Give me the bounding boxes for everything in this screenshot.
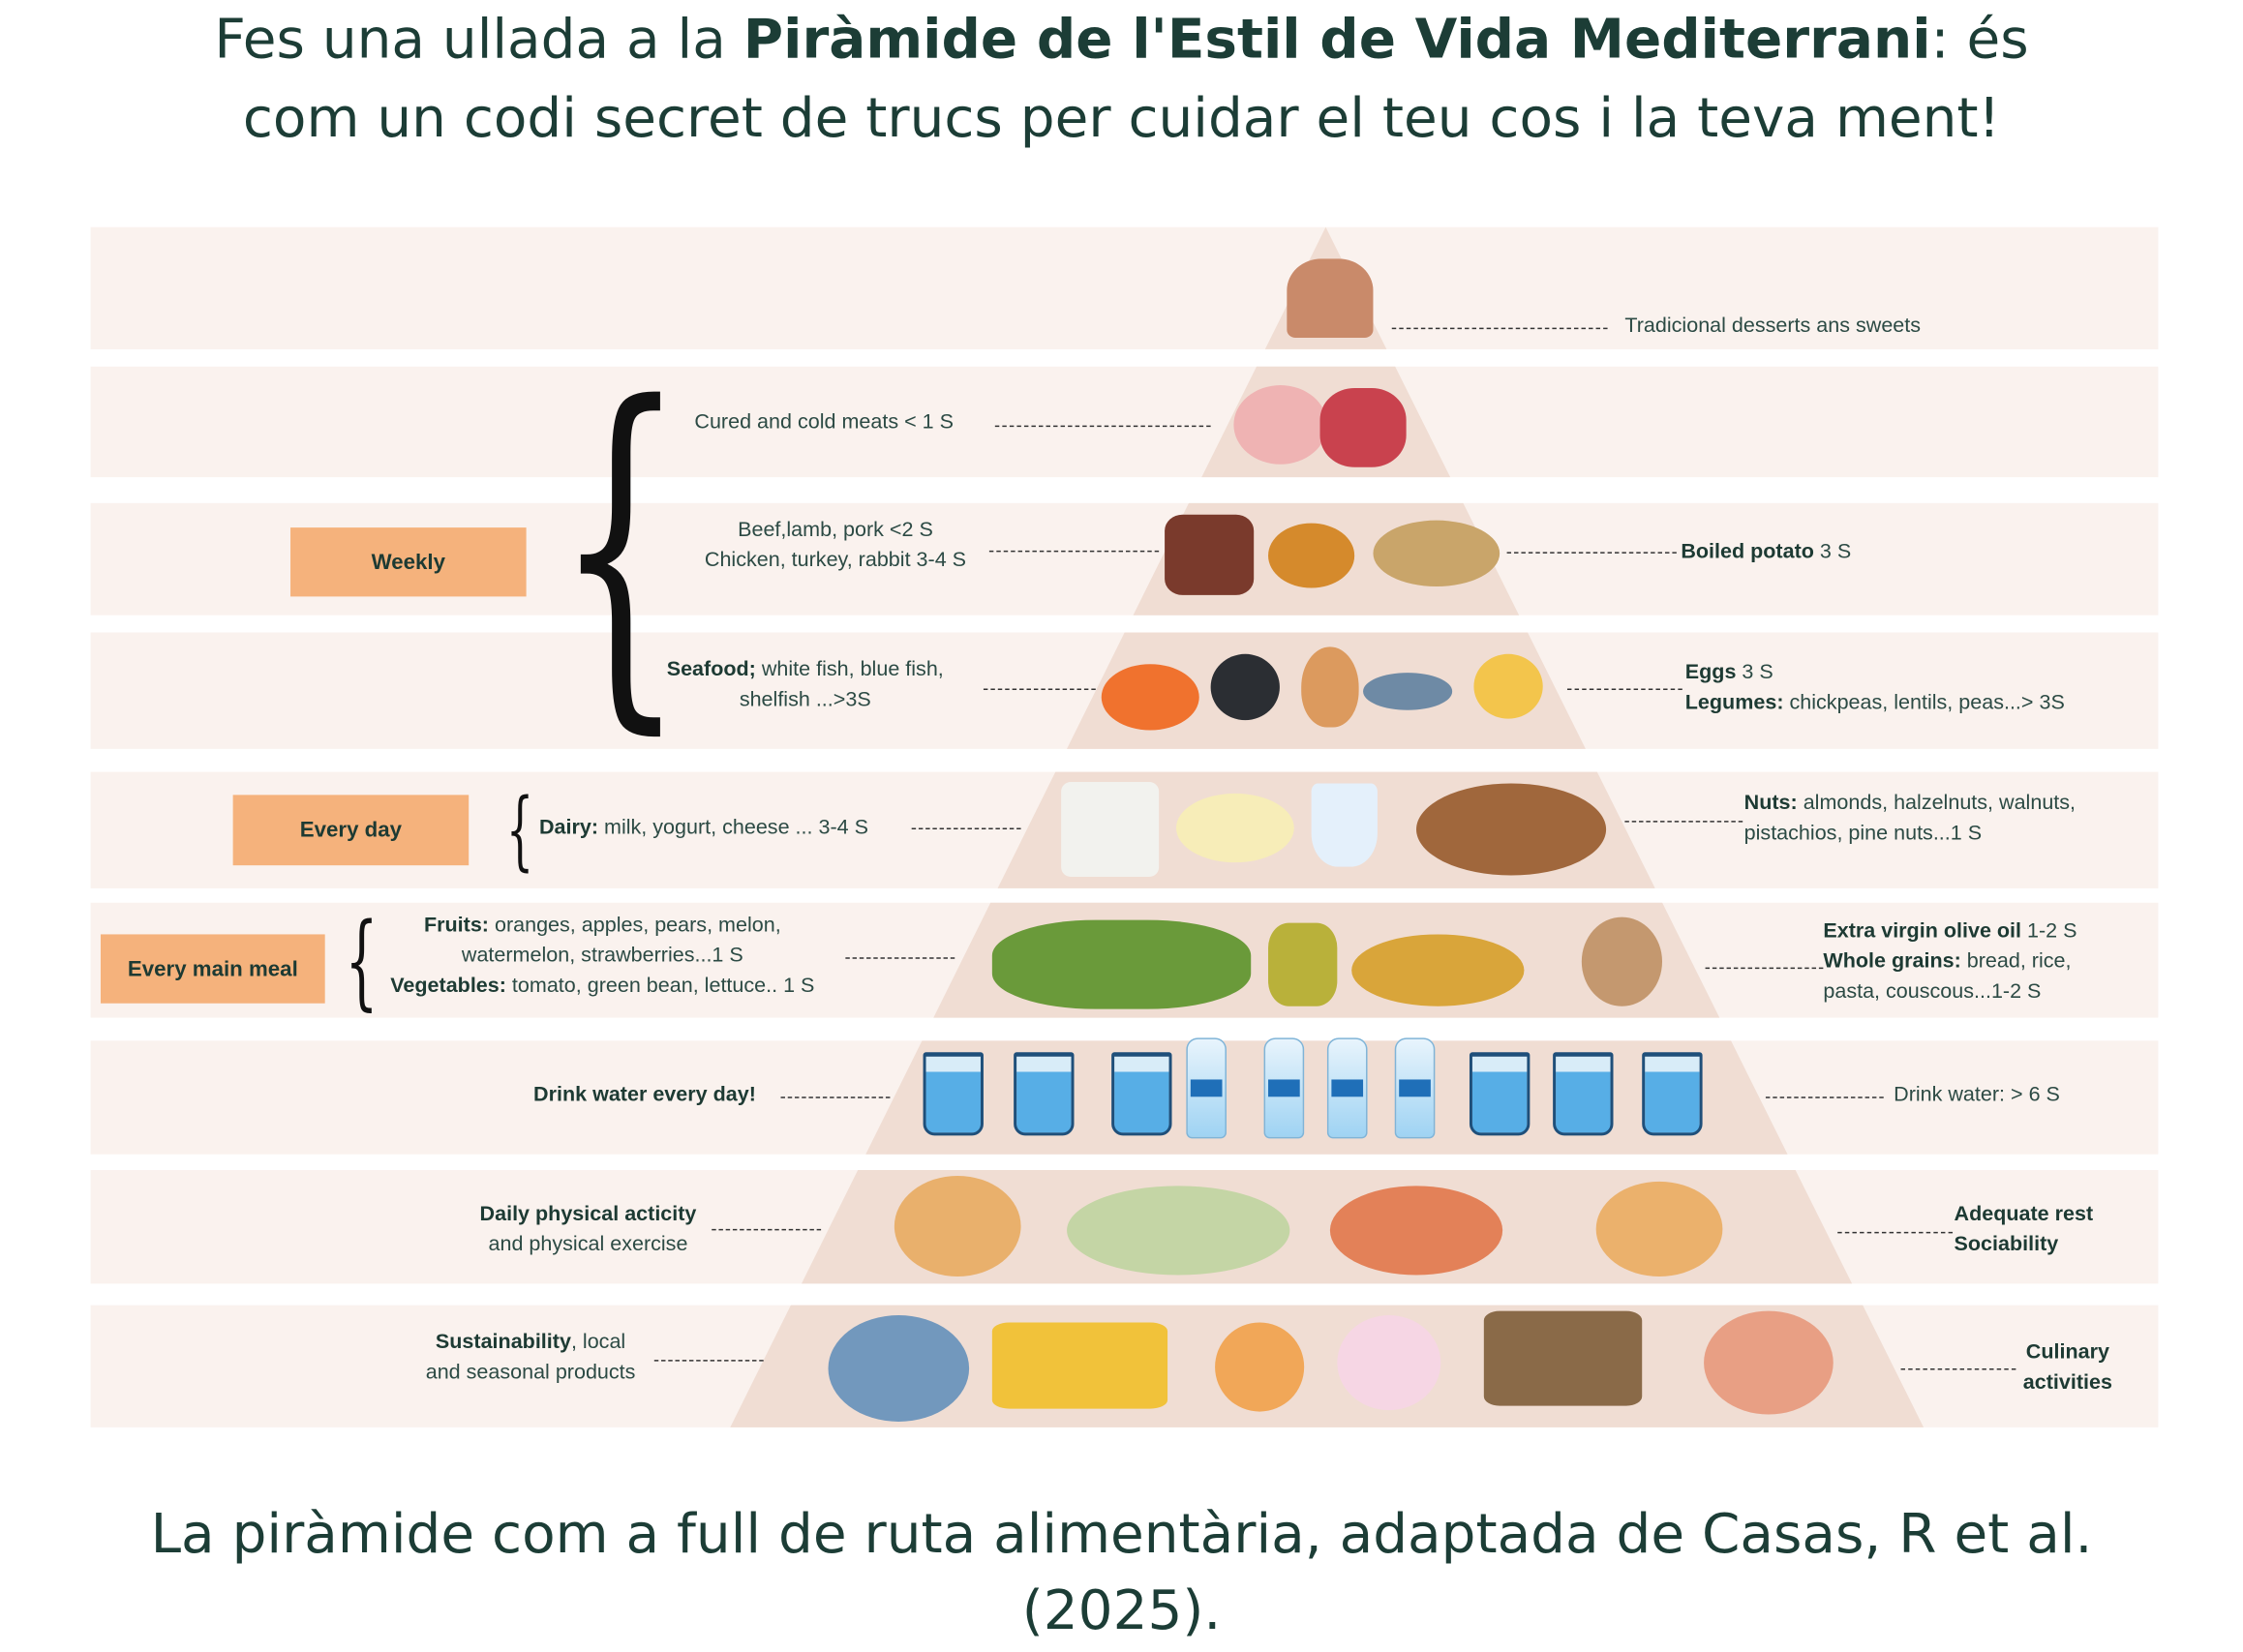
chef-icon (1704, 1310, 1834, 1415)
label-water-servings: Drink water: > 6 S (1894, 1083, 2060, 1107)
heading-line-1: Fes una ullada a la Piràmide de l'Estil … (214, 7, 2029, 71)
market-stall-icon (1483, 1310, 1643, 1406)
shrimp-icon (1101, 664, 1199, 731)
chickpeas-icon (1473, 653, 1543, 719)
badge-every-main-meal: Every main meal (100, 934, 325, 1004)
label-desserts: Tradicional desserts ans sweets (1624, 315, 1922, 339)
heading-line-2: com un codi secret de trucs per cuidar e… (242, 86, 2001, 150)
egg-icon (1301, 646, 1359, 728)
playing-outdoors-icon (1067, 1186, 1290, 1276)
water-glass-icon (1469, 1052, 1531, 1136)
yogurt-icon (1311, 783, 1378, 867)
water-glass-icon (1553, 1052, 1614, 1136)
pyramid-tier (801, 1170, 1853, 1284)
label-potato: Boiled potato 3 S (1681, 540, 1852, 564)
caption-line-2: (2025). (1021, 1577, 1222, 1642)
mussels-icon (1210, 653, 1280, 721)
water-glass-icon (1111, 1052, 1172, 1136)
label-dairy: Dairy: milk, yogurt, cheese ... 3-4 S (538, 816, 868, 840)
nuts-icon (1416, 783, 1607, 876)
cheese-icon (1175, 793, 1294, 863)
water-glass-icon (923, 1052, 984, 1136)
water-bottle-icon (1394, 1037, 1436, 1139)
water-bottle-icon (1186, 1037, 1227, 1139)
label-seafood: Seafood; white fish, blue fish,shelfish … (666, 658, 944, 712)
desserts-icon (1287, 258, 1374, 339)
badge-every-day: Every day (232, 795, 470, 866)
row-desserts (90, 226, 2159, 349)
label-drink-water: Drink water every day! (533, 1083, 756, 1107)
water-glass-icon (1014, 1052, 1075, 1136)
planting-icon (828, 1315, 970, 1422)
chicken-icon (1268, 523, 1355, 588)
recycling-bins-icon (991, 1322, 1168, 1409)
ham-icon (1233, 385, 1327, 465)
fish-icon (1363, 673, 1453, 710)
fruits-vegetables-icon (991, 919, 1252, 1009)
milk-cheese-icon (1061, 782, 1160, 878)
olive-oil-icon (1268, 922, 1338, 1006)
main-meal-brace: { (345, 899, 379, 1021)
picnic-icon (1329, 1186, 1503, 1276)
lamb-chops-icon (1165, 514, 1255, 595)
seasons-icon (1337, 1315, 1441, 1411)
seeds-icon (1581, 916, 1663, 1006)
label-nuts: Nuts: almonds, halzelnuts, walnuts,pista… (1743, 792, 2076, 846)
water-bottle-icon (1263, 1037, 1305, 1139)
row-cured-meats (90, 366, 2159, 478)
steak-icon (1319, 388, 1407, 467)
grains-icon (1351, 934, 1525, 1006)
cooking-pan-icon (1215, 1322, 1305, 1412)
caption-line-1: La piràmide com a full de ruta alimentàr… (150, 1502, 2093, 1566)
every-day-brace: { (505, 780, 534, 882)
running-icon (1595, 1181, 1723, 1277)
water-bottle-icon (1326, 1037, 1368, 1139)
label-fruits-vegetables: Fruits: oranges, apples, pears, melon,wa… (390, 914, 815, 998)
cycling-icon (894, 1175, 1021, 1277)
badge-weekly: Weekly (290, 527, 527, 597)
water-glass-icon (1642, 1052, 1703, 1136)
label-cured-meats: Cured and cold meats < 1 S (694, 410, 954, 435)
weekly-brace: { (555, 330, 686, 766)
potato-icon (1373, 520, 1500, 587)
